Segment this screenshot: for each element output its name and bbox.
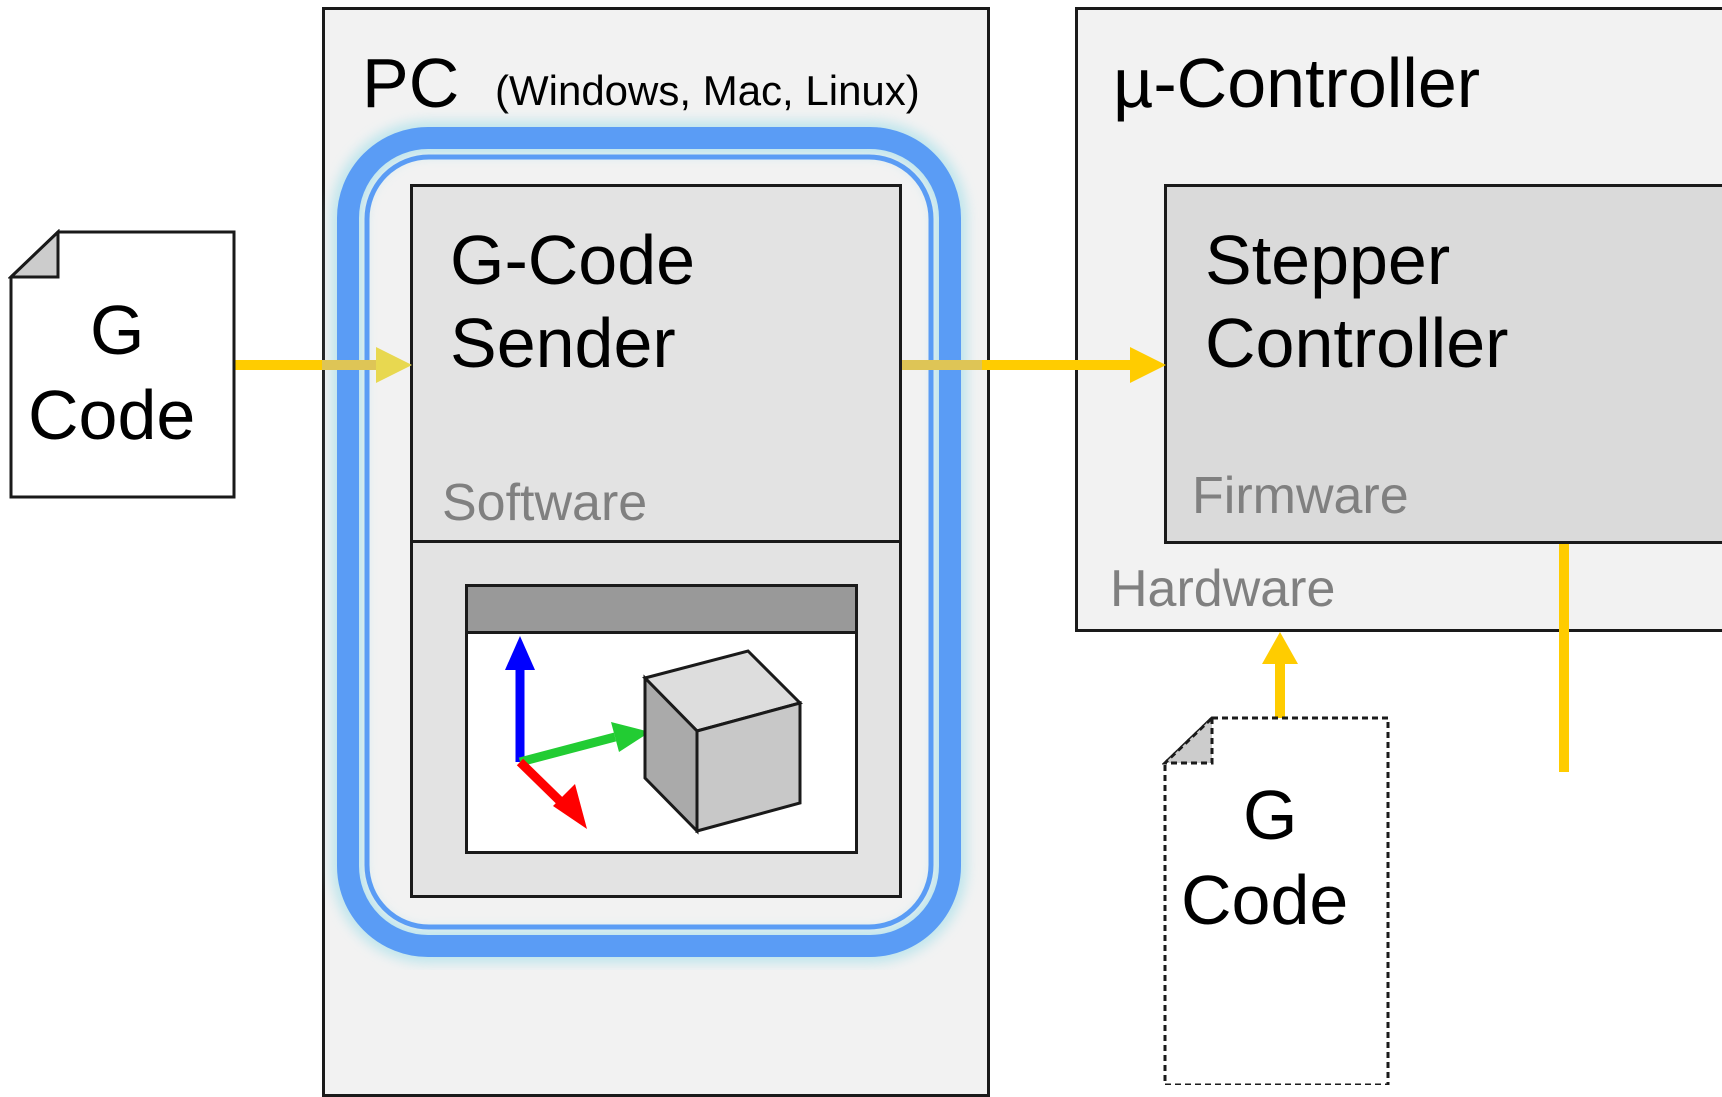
gcode-doc-bottom-line2: Code — [1181, 861, 1349, 939]
pc-subtitle: (Windows, Mac, Linux) — [495, 67, 920, 114]
axes-icon — [505, 636, 650, 829]
gcode-doc-left-line2: Code — [28, 376, 196, 454]
app-window-icon — [465, 584, 858, 854]
firmware-title-line2: Controller — [1205, 304, 1509, 382]
gcode-doc-bottom-line1: G — [1243, 776, 1298, 854]
document-icon — [8, 229, 236, 499]
firmware-box — [1164, 184, 1722, 544]
gcode-doc-left-line1: G — [90, 291, 145, 369]
hardware-layer-label: Hardware — [1110, 560, 1336, 618]
software-layer-label: Software — [442, 474, 648, 532]
cube-icon — [642, 649, 803, 835]
firmware-title-line1: Stepper — [1205, 221, 1451, 299]
software-title-line2: Sender — [450, 304, 676, 382]
software-divider — [410, 540, 902, 543]
firmware-layer-label: Firmware — [1192, 467, 1409, 525]
highlight-ring — [331, 121, 967, 963]
pc-title: PC — [362, 44, 460, 122]
window-titlebar — [468, 587, 855, 634]
arrow-icon — [1262, 632, 1298, 718]
controller-title: µ-Controller — [1113, 44, 1481, 122]
software-title-line1: G-Code — [450, 221, 696, 299]
document-icon — [1162, 715, 1390, 1085]
